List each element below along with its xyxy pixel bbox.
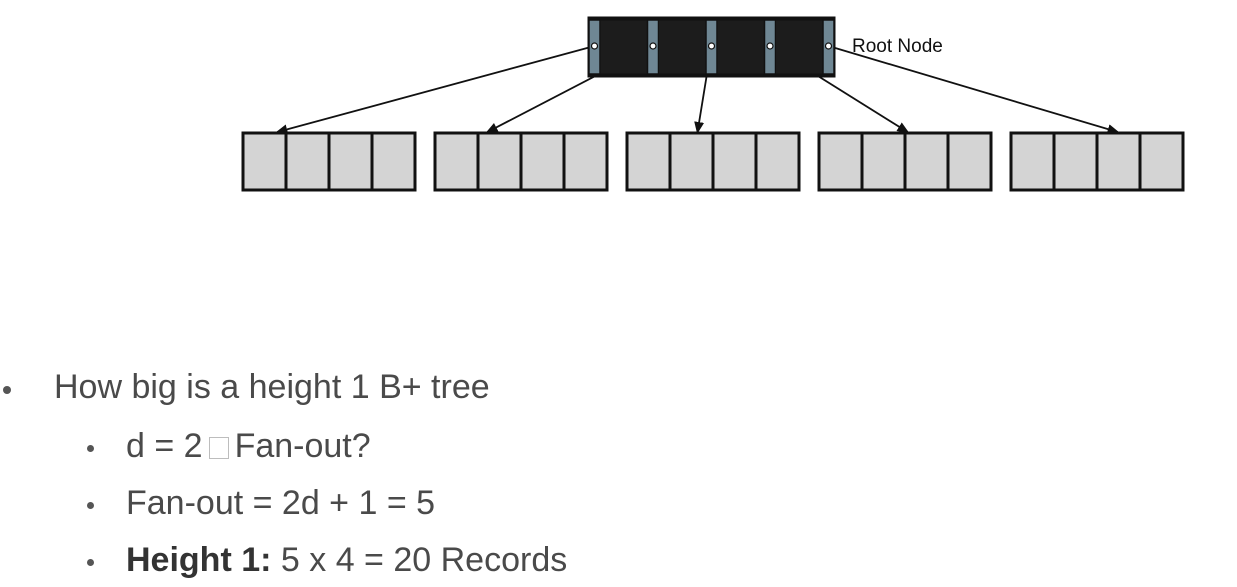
pointer-arrow (828, 45, 1120, 134)
root-key-slot (658, 19, 707, 75)
leaf-record-slot (433, 131, 480, 192)
pointer-dot-icon (649, 42, 657, 50)
pointer-dot-icon (766, 42, 774, 50)
bullet-fanout-question: Fan-out? (234, 427, 371, 465)
leaf-record-slot (1052, 131, 1099, 192)
leaf-record-slot (711, 131, 758, 192)
leaf-node (241, 131, 417, 192)
leaf-record-slot (817, 131, 864, 192)
leaf-record-slot (476, 131, 523, 192)
leaf-record-slot (562, 131, 609, 192)
leaf-node (1009, 131, 1185, 192)
pointer-dot-icon (707, 42, 716, 50)
leaf-record-slot (903, 131, 950, 192)
leaf-record-slot (370, 131, 417, 192)
leaf-record-slot (284, 131, 331, 192)
leaf-node (433, 131, 609, 192)
leaf-record-slot (668, 131, 715, 192)
bullet-question-text: How big is a height 1 B+ tree (54, 368, 490, 406)
leaf-record-slot (946, 131, 993, 192)
bullet-height-1: Height 1: 5 x 4 = 20 Records (126, 541, 567, 580)
bullet-dot (3, 386, 11, 394)
pointer-dot-icon (824, 42, 833, 50)
root-node-label: Root Node (852, 36, 943, 57)
bplus-tree-diagram: Root Node (241, 16, 1185, 192)
bullet-d-value: d = 2 (126, 427, 203, 465)
bullet-question: How big is a height 1 B+ tree (54, 368, 490, 407)
leaf-record-slot (327, 131, 374, 192)
bullet-dot (87, 445, 94, 452)
root-key-slot (716, 19, 765, 75)
leaf-node (817, 131, 993, 192)
leaf-record-slot (1138, 131, 1185, 192)
bullet-dot (87, 559, 94, 566)
bullet-fanout-formula: Fan-out = 2d + 1 = 5 (126, 484, 435, 523)
pointer-dot-icon (590, 42, 599, 50)
bullet-height-value: 5 x 4 = 20 Records (271, 541, 568, 579)
leaf-record-slot (860, 131, 907, 192)
leaf-record-slot (754, 131, 801, 192)
bullet-d-equals-2: d = 2 Fan-out? (126, 427, 371, 466)
root-key-slot (775, 19, 824, 75)
box-icon (208, 437, 229, 459)
leaf-node (625, 131, 801, 192)
bullet-fanout-text: Fan-out = 2d + 1 = 5 (126, 484, 436, 522)
bullet-height-label: Height 1: (126, 541, 272, 579)
bullet-dot (87, 502, 94, 509)
leaf-record-slot (519, 131, 566, 192)
pointer-arrow (275, 45, 595, 135)
leaf-record-slot (1009, 131, 1056, 192)
